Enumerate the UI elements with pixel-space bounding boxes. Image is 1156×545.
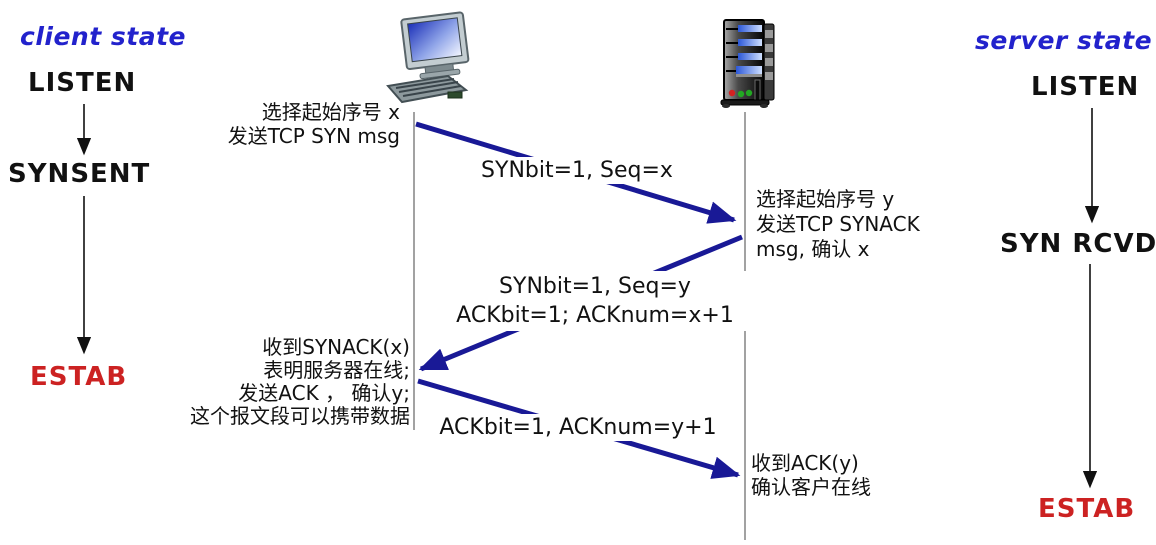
annotation-line: 发送TCP SYNACK [756,212,920,236]
synack-label-line1: SYNbit=1, Seq=y [499,274,691,299]
client-state-estab: ESTAB [30,362,128,392]
annotation-line: 确认客户在线 [751,475,871,499]
server-recv-syn-annotation: 选择起始序号 y 发送TCP SYNACK msg, 确认 x [756,187,920,262]
client-state-header: client state [20,22,186,51]
server-recv-ack-annotation: 收到ACK(y) 确认客户在线 [751,451,871,499]
syn-message-label: SYNbit=1, Seq=x [455,157,699,184]
annotation-line: 收到ACK(y) [751,451,859,475]
annotation-line: 选择起始序号 y [756,187,895,211]
synack-label-line2: ACKbit=1; ACKnum=x+1 [456,303,734,328]
server-state-synrcvd: SYN RCVD [1000,229,1156,259]
annotation-line: 这个报文段可以携带数据 [190,404,410,428]
client-send-syn-annotation: 选择起始序号 x 发送TCP SYN msg [160,100,400,148]
annotation-line: 收到SYNACK(x) [262,335,410,359]
server-state-header: server state [975,26,1153,55]
ack-message-label: ACKbit=1, ACKnum=y+1 [428,414,728,441]
client-state-listen: LISTEN [28,68,137,98]
annotation-line: 表明服务器在线; [263,358,410,382]
annotation-line: 发送TCP SYN msg [227,124,400,148]
desktop-computer-icon [386,11,470,104]
annotation-line: msg, 确认 x [756,237,870,261]
client-recv-synack-annotation: 收到SYNACK(x) 表明服务器在线; 发送ACK ， 确认y; 这个报文段可… [118,336,410,428]
server-state-listen: LISTEN [1031,72,1140,102]
server-state-estab: ESTAB [1038,494,1136,524]
annotation-line: 选择起始序号 x [261,100,400,124]
synack-message-label: SYNbit=1, Seq=y ACKbit=1; ACKnum=x+1 [438,271,752,331]
server-tower-icon [720,19,775,108]
client-state-synsent: SYNSENT [8,159,151,189]
annotation-line: 发送ACK ， 确认y; [238,381,410,405]
